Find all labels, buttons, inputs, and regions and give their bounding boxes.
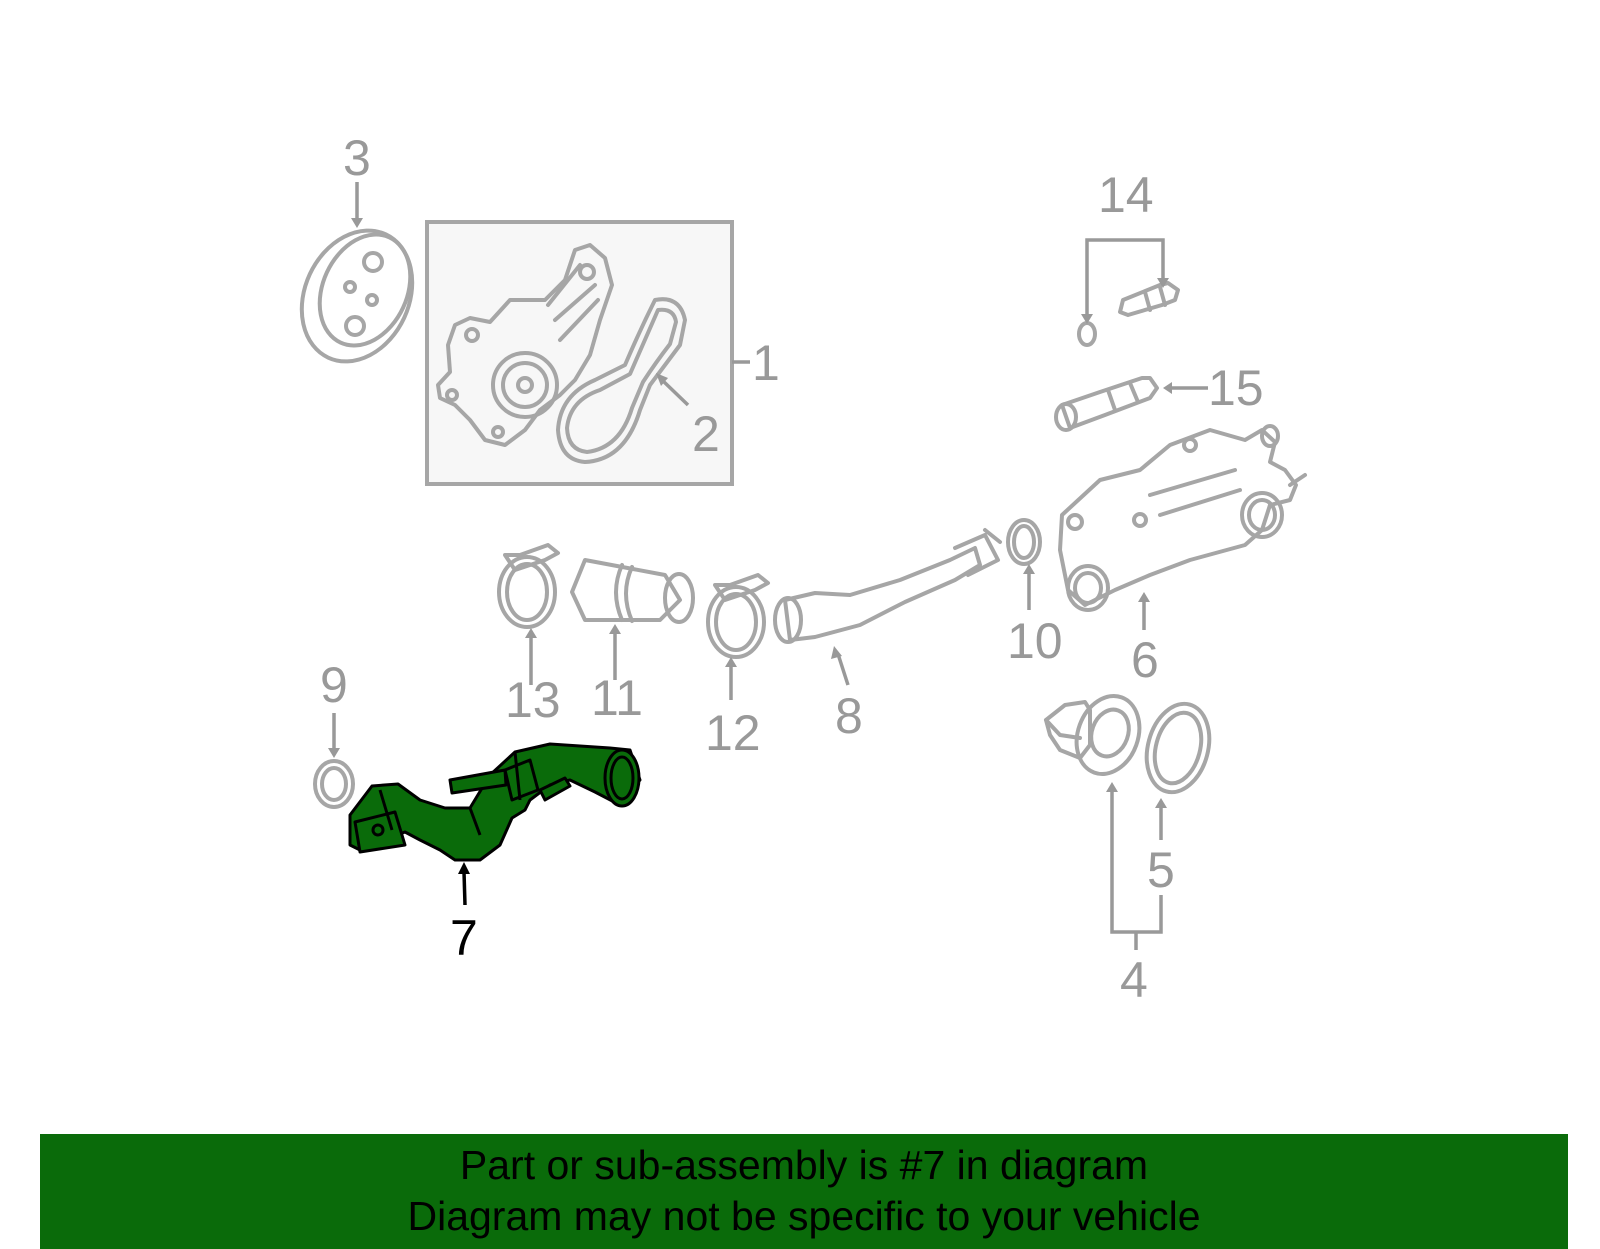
callout-9: 9 xyxy=(320,657,348,713)
leader-12 xyxy=(725,657,737,700)
part-10-oring[interactable] xyxy=(1006,518,1042,566)
callout-4: 4 xyxy=(1120,952,1148,1008)
part-5-gasket[interactable] xyxy=(1137,697,1218,799)
leader-2 xyxy=(656,373,690,407)
callout-11: 11 xyxy=(591,670,643,726)
leader-5 xyxy=(1155,798,1167,840)
part-14-sensor[interactable] xyxy=(1077,281,1180,347)
part-11-hose[interactable] xyxy=(570,558,695,624)
callout-3: 3 xyxy=(343,130,371,186)
leader-7 xyxy=(458,862,470,906)
leader-14 xyxy=(1081,238,1169,324)
callout-14: 14 xyxy=(1098,167,1154,223)
banner-line-1: Part or sub-assembly is #7 in diagram xyxy=(459,1142,1149,1188)
part-7-water-pipe[interactable] xyxy=(348,742,642,862)
leader-9 xyxy=(328,713,340,758)
part-13-clamp[interactable] xyxy=(497,543,560,629)
leader-10 xyxy=(1023,564,1035,610)
water-pump-body[interactable] xyxy=(436,243,614,447)
callout-5: 5 xyxy=(1147,842,1175,898)
info-banner: Part or sub-assembly is #7 in diagram Di… xyxy=(40,1134,1568,1249)
leader-13 xyxy=(525,628,537,685)
leader-11 xyxy=(609,624,621,680)
callout-10: 10 xyxy=(1007,613,1063,669)
part-12-clamp[interactable] xyxy=(706,573,770,659)
leader-15 xyxy=(1163,382,1208,394)
callout-2: 2 xyxy=(692,406,720,462)
callout-7[interactable]: 7 xyxy=(450,910,478,966)
part-3-pulley[interactable] xyxy=(281,212,433,379)
part-8-pipe[interactable] xyxy=(773,528,1002,644)
callout-8: 8 xyxy=(835,688,863,744)
leader-4 xyxy=(1106,782,1163,950)
part-15-fitting[interactable] xyxy=(1054,376,1159,432)
leader-6 xyxy=(1138,592,1150,630)
callout-15: 15 xyxy=(1208,360,1264,416)
leader-3 xyxy=(351,182,363,228)
callout-13: 13 xyxy=(505,672,561,728)
callout-6: 6 xyxy=(1131,632,1159,688)
banner-line-2: Diagram may not be specific to your vehi… xyxy=(407,1193,1201,1239)
part-9-oring[interactable] xyxy=(313,759,355,809)
callout-1: 1 xyxy=(752,335,780,391)
leader-8 xyxy=(831,646,850,686)
part-4-thermostat[interactable] xyxy=(1044,687,1150,783)
part-6-housing[interactable] xyxy=(1058,424,1307,612)
callout-12: 12 xyxy=(705,705,761,761)
part-2-gasket[interactable] xyxy=(556,297,687,464)
